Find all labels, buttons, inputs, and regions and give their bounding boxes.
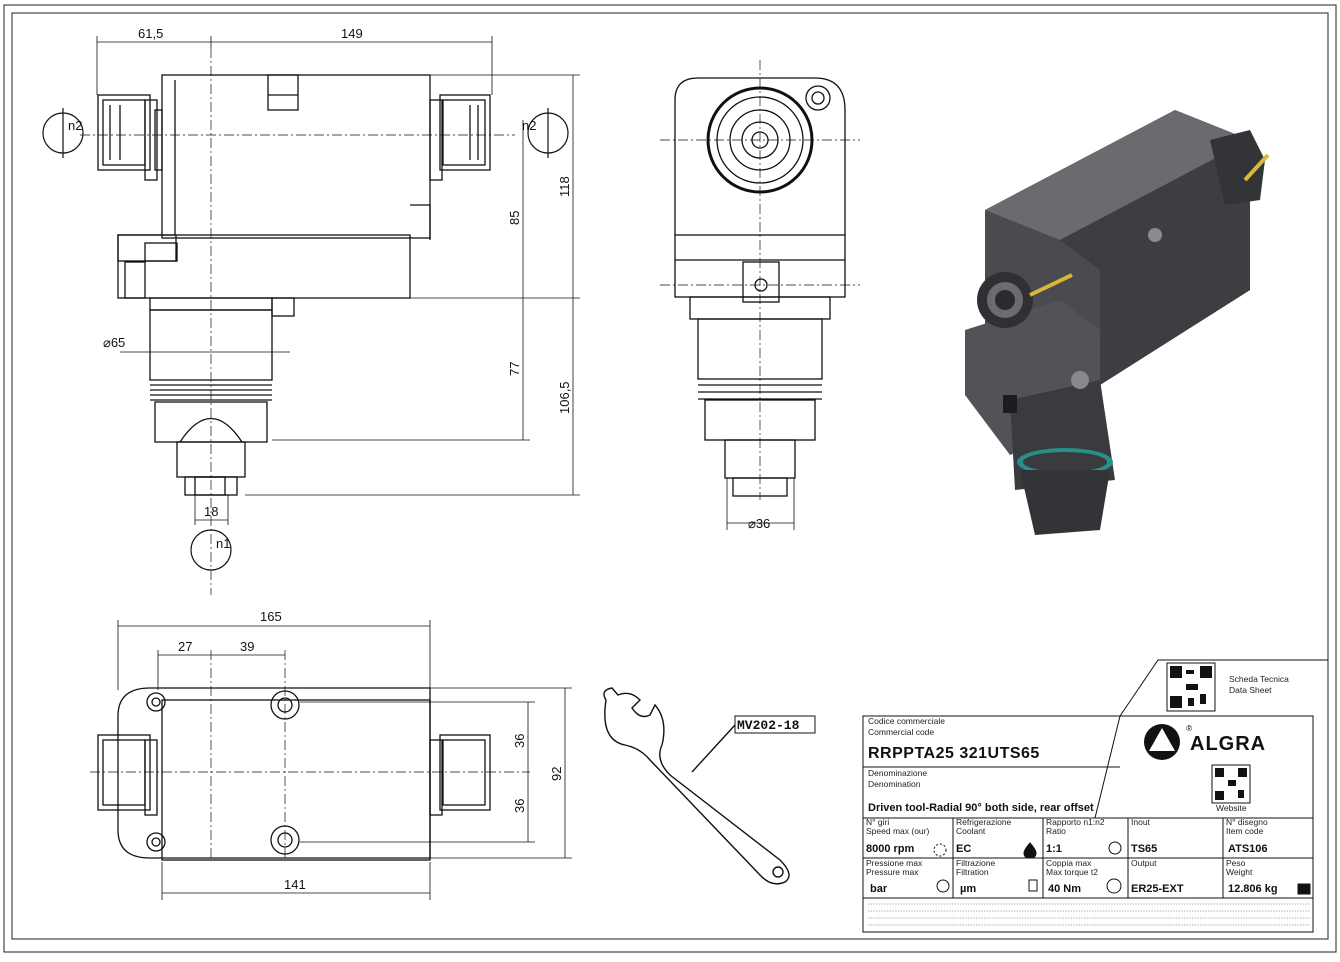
pressure-label-en: Pressure max [866, 867, 919, 877]
speed-label-it: N° giri [866, 817, 889, 827]
qr-code-datasheet [1166, 662, 1216, 712]
filter-icon [1028, 879, 1038, 892]
speed-label-en: Speed max (our) [866, 826, 929, 836]
denomination: Driven tool-Radial 90° both side, rear o… [868, 802, 1094, 814]
filtration-value: µm [960, 883, 976, 895]
fine-print-strip [868, 903, 1310, 926]
side-centerlines [660, 60, 860, 500]
pressure-gauge-icon [936, 879, 950, 893]
datasheet-label-it: Scheda Tecnica [1229, 674, 1289, 684]
coolant-drop-icon [1023, 842, 1037, 859]
weight-label-it: Peso [1226, 858, 1246, 868]
output-value: ER25-EXT [1131, 883, 1184, 895]
coolant-label-en: Coolant [956, 826, 986, 836]
torque-icon [1106, 878, 1122, 894]
inner-border [11, 12, 1329, 940]
code-label-en: Commercial code [868, 727, 934, 737]
front-view [97, 74, 491, 496]
wrench-label-box [734, 715, 816, 734]
torque-value: 40 Nm [1048, 883, 1081, 895]
qr-code-website [1211, 764, 1251, 804]
coolant-value: EC [956, 843, 971, 855]
front-dimension-lines [96, 36, 580, 525]
denom-label-en: Denomination [868, 779, 921, 789]
weight-value: 12.806 kg [1228, 883, 1278, 895]
dim-39: 39 [240, 639, 254, 654]
dim-18: 18 [204, 504, 218, 519]
dim-dia-65: ⌀65 [103, 335, 125, 350]
weight-lock-icon [1297, 883, 1311, 895]
filtration-label-it: Filtrazione [956, 858, 995, 868]
title-block-icons [933, 841, 1311, 895]
title-block [862, 659, 1328, 933]
drawing-no-label-it: N° disegno [1226, 817, 1268, 827]
dim-77: 77 [507, 362, 522, 376]
dim-dia-36: ⌀36 [748, 516, 770, 531]
dim-61-5: 61,5 [138, 26, 163, 41]
dim-36-a: 36 [512, 734, 527, 748]
datasheet-label-en: Data Sheet [1229, 685, 1272, 695]
dim-141: 141 [284, 877, 306, 892]
pressure-label-it: Pressione max [866, 858, 923, 868]
speed-icon [933, 843, 947, 857]
weight-label-en: Weight [1226, 867, 1253, 877]
dim-106-5: 106,5 [557, 381, 572, 414]
speed-value: 8000 rpm [866, 843, 915, 855]
algra-logo: ® [1144, 723, 1193, 760]
filtration-label-en: Filtration [956, 867, 989, 877]
torque-label-it: Coppia max [1046, 858, 1092, 868]
n2-left-label: n2 [68, 118, 82, 133]
ratio-value: 1:1 [1046, 843, 1062, 855]
ratio-label-it: Rapporto n1:n2 [1046, 817, 1105, 827]
isometric-render [965, 110, 1270, 535]
brand-name: ALGRA [1190, 733, 1266, 755]
torque-label-en: Max torque t2 [1046, 867, 1098, 877]
registered-mark: ® [1186, 723, 1193, 733]
dim-149: 149 [341, 26, 363, 41]
dim-165: 165 [260, 609, 282, 624]
wrench-code: MV202-18 [737, 718, 800, 733]
front-centerlines [80, 48, 515, 595]
dim-118: 118 [557, 176, 572, 197]
website-label: Website [1216, 803, 1247, 813]
n1-label: n1 [216, 536, 230, 551]
rotation-symbols [42, 108, 569, 571]
dim-27: 27 [178, 639, 192, 654]
dim-92: 92 [549, 767, 564, 781]
input-value: TS65 [1131, 843, 1157, 855]
output-label: Output [1131, 858, 1157, 868]
input-label: Inout [1131, 817, 1151, 827]
denom-label-it: Denominazione [868, 768, 927, 778]
outer-border [3, 4, 1337, 953]
gear-icon [1108, 841, 1122, 855]
dim-36-b: 36 [512, 799, 527, 813]
pressure-value: bar [870, 883, 888, 895]
bottom-centerlines [90, 650, 530, 860]
commercial-code: RRPPTA25 321UTS65 [868, 745, 1040, 762]
code-label-it: Codice commerciale [868, 716, 945, 726]
drawing-no-label-en: Item code [1226, 826, 1264, 836]
ratio-label-en: Ratio [1046, 826, 1066, 836]
n2-right-label: n2 [522, 118, 536, 133]
drawing-no-value: ATS106 [1228, 843, 1268, 855]
coolant-label-it: Refrigerazione [956, 817, 1012, 827]
dim-85: 85 [507, 211, 522, 225]
bottom-view [97, 687, 491, 861]
bottom-dimension-lines [117, 620, 572, 900]
side-dimension-lines [726, 478, 795, 530]
